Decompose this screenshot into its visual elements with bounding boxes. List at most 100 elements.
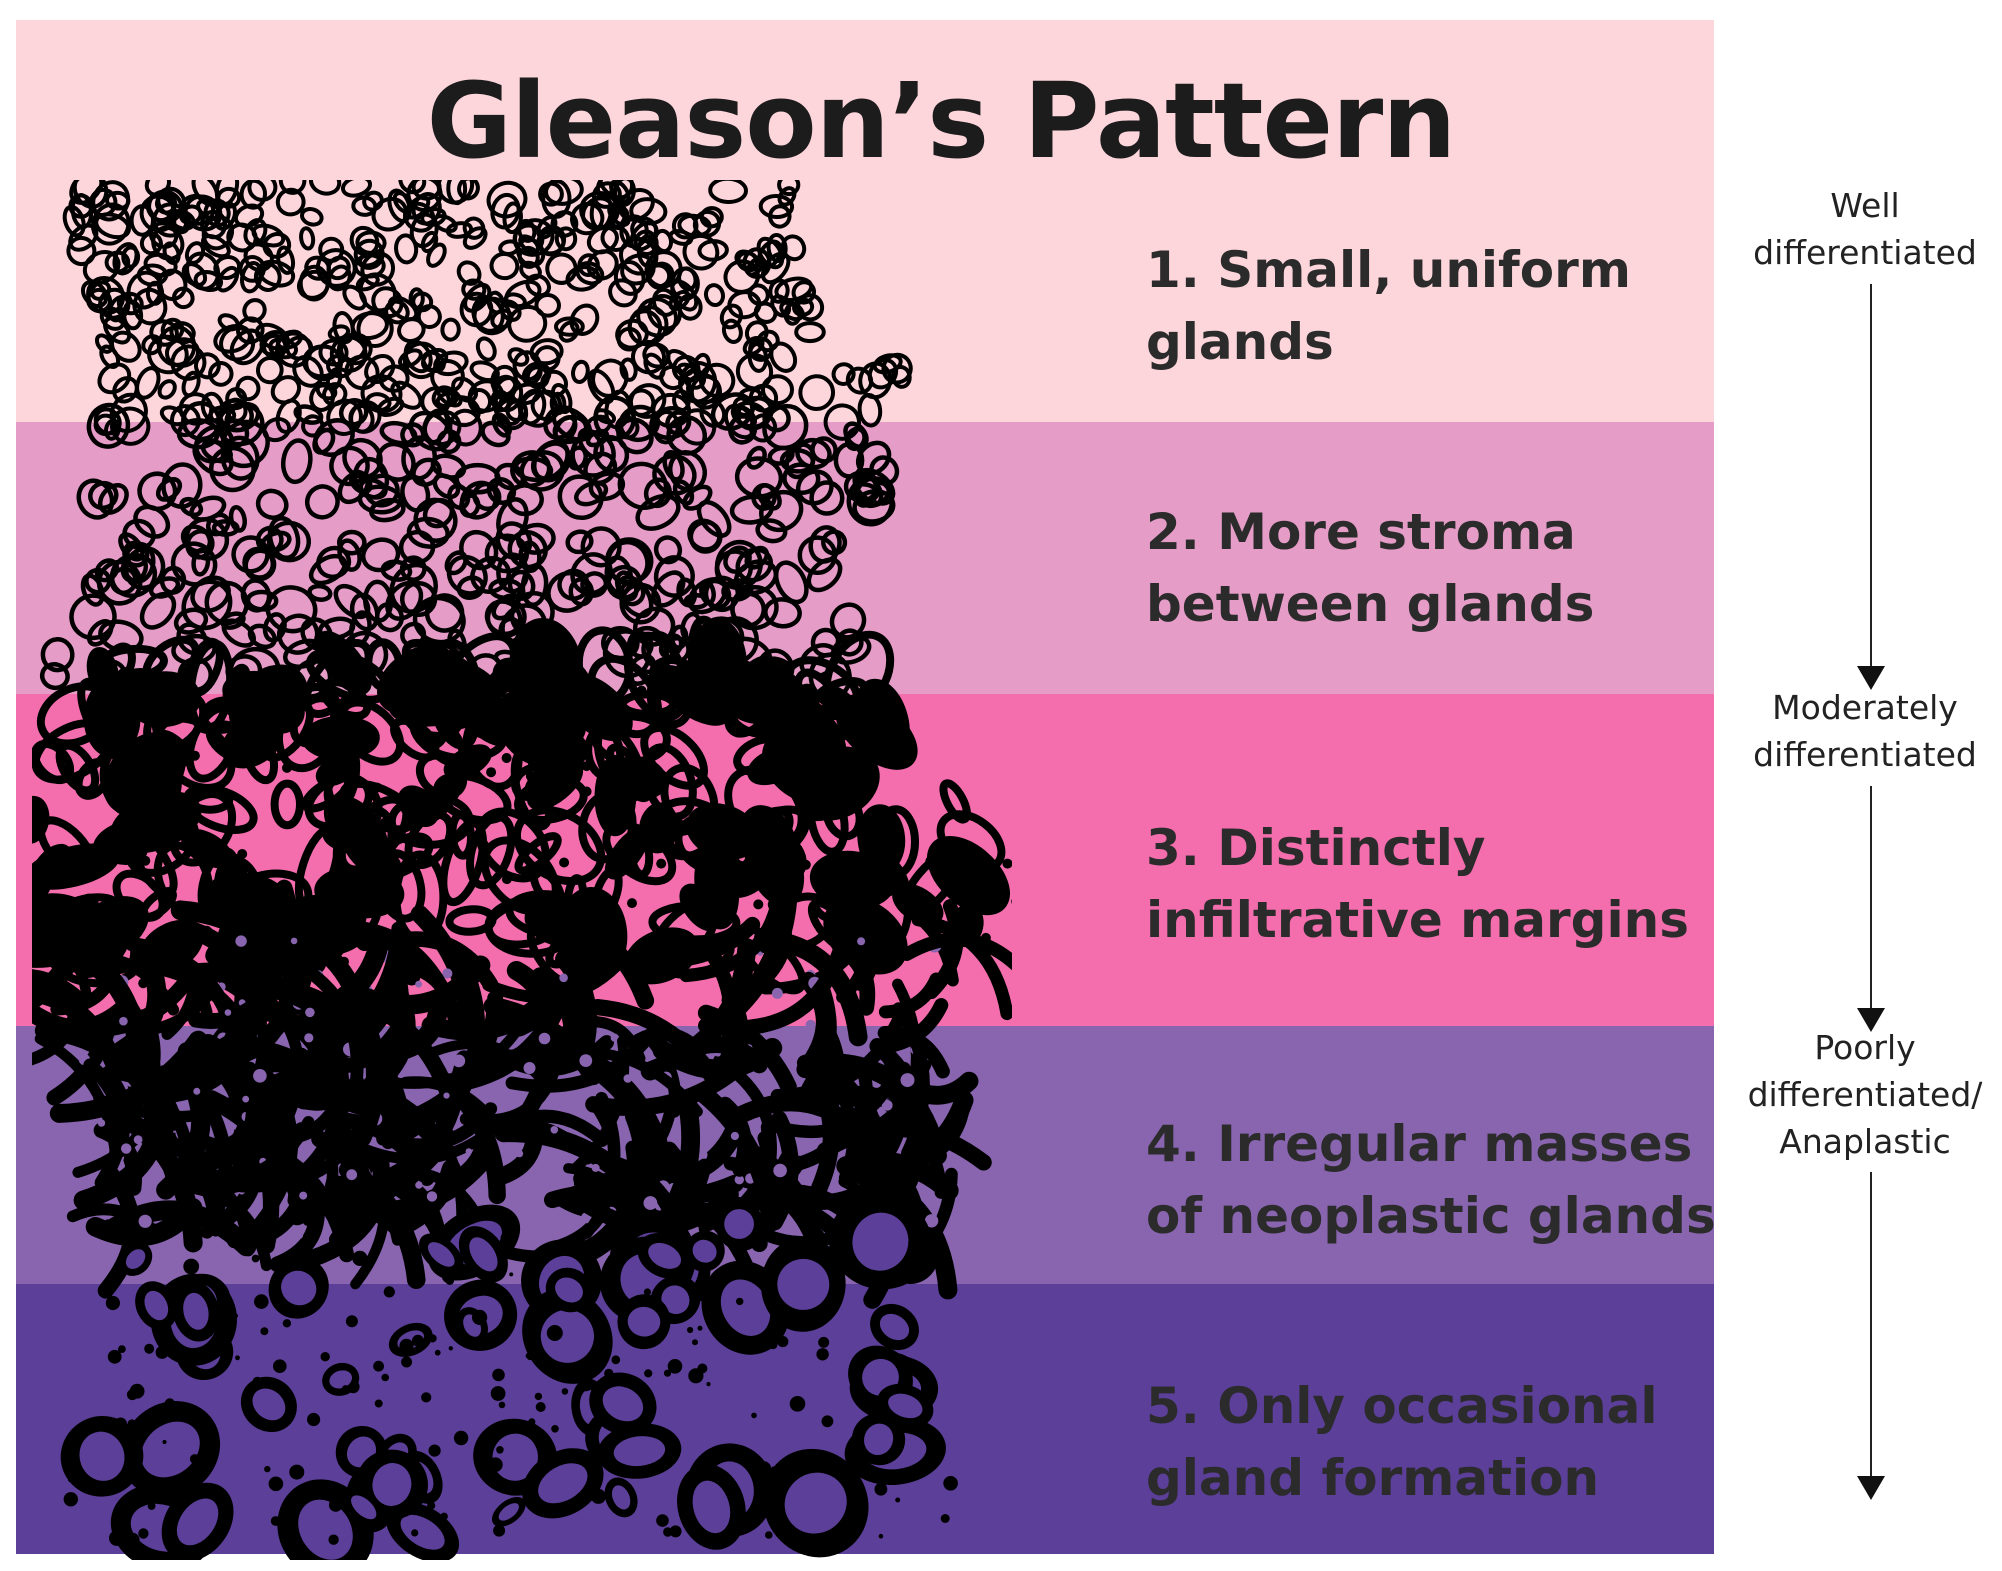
gland-shape [648, 1242, 682, 1269]
gland-shape [798, 374, 836, 411]
gland-shape [805, 1019, 816, 1030]
gland-shape [518, 540, 542, 574]
gland-shape [540, 1309, 595, 1363]
gland-shape [433, 771, 512, 825]
gland-shape [255, 525, 284, 555]
gland-shape [663, 1369, 672, 1377]
gland-shape [498, 1401, 506, 1409]
gland-shape [351, 1006, 386, 1148]
gland-shape [193, 718, 204, 729]
gland-shape [679, 891, 786, 983]
gland-shape [501, 874, 512, 885]
gland-shape [415, 1181, 423, 1189]
gland-shape [504, 279, 542, 309]
gland-shape [765, 1531, 773, 1539]
gland-shape [326, 398, 363, 436]
grade-1-band [16, 20, 1714, 422]
gland-shape [940, 1514, 950, 1523]
gland-shape [569, 303, 600, 336]
gland-shape [254, 1294, 269, 1309]
gland-shape [638, 1215, 651, 1228]
gland-shape [307, 1142, 315, 1150]
gland-shape [329, 1370, 353, 1389]
gland-shape [109, 330, 142, 363]
gland-shape [1002, 858, 1012, 869]
gland-shape [448, 1346, 453, 1351]
gland-shape [428, 1334, 437, 1343]
gland-shape [615, 1232, 628, 1245]
gland-shape [573, 1097, 678, 1190]
gland-shape [287, 1193, 412, 1240]
gland-shape [264, 1465, 271, 1473]
gland-shape [406, 180, 443, 213]
gland-shape [76, 478, 115, 520]
gland-shape [253, 1069, 267, 1083]
gland-shape [372, 1463, 412, 1506]
gland-shape [138, 1528, 149, 1539]
gland-shape [512, 223, 545, 255]
gland-shape [525, 1352, 532, 1359]
gland-shape [806, 783, 849, 856]
gland-shape [192, 437, 234, 477]
gland-shape [660, 763, 719, 834]
gland-shape [39, 662, 70, 691]
gland-shape [708, 1215, 719, 1225]
gland-shape [371, 196, 409, 232]
gland-shape [239, 180, 268, 210]
gland-shape [122, 1225, 138, 1242]
gland-shape [498, 1503, 519, 1521]
gland-shape [777, 180, 801, 197]
gland-shape [643, 352, 666, 380]
gland-shape [148, 221, 179, 249]
gland-shape [881, 1099, 893, 1111]
gland-shape [574, 480, 609, 507]
gland-shape [627, 898, 637, 909]
gland-shape [771, 1292, 778, 1298]
gland-shape [495, 521, 533, 561]
gland-shape [820, 1053, 947, 1166]
gland-shape [469, 360, 500, 383]
gland-shape [145, 191, 175, 223]
gland-shape [235, 375, 261, 402]
gland-shape [721, 318, 743, 344]
gland-shape [251, 223, 286, 248]
gland-shape [172, 286, 195, 310]
gland-shape [96, 559, 143, 606]
gland-shape [400, 1514, 445, 1550]
gland-shape [416, 304, 442, 330]
gland-shape [453, 1430, 469, 1446]
gland-shape [493, 1524, 506, 1537]
grade-3-label-line-2: infiltrative margins [1146, 891, 1689, 949]
gland-shape [211, 519, 240, 537]
gland-shape [125, 1249, 146, 1269]
scale-moderate-line-1: Moderately [1772, 688, 1958, 727]
gland-shape [383, 1286, 395, 1298]
gland-shape [469, 1237, 498, 1272]
scale-well-line-2: differentiated [1753, 233, 1977, 272]
gland-shape [755, 518, 788, 544]
gland-shape [313, 1224, 322, 1232]
gland-shape [619, 357, 638, 382]
gland-shape [352, 1250, 368, 1266]
gland-shape [523, 361, 552, 387]
gland-shape [245, 589, 279, 612]
gland-shape [176, 1498, 219, 1546]
gland-shape [185, 1116, 315, 1191]
gland-shape [507, 569, 536, 601]
gland-shape [398, 180, 427, 195]
gland-shape [247, 180, 278, 202]
gland-shape [666, 349, 695, 377]
gland-shape [463, 282, 492, 313]
gland-shape [609, 180, 631, 204]
gland-shape [447, 1311, 454, 1317]
gland-shape [688, 1368, 704, 1384]
grade-1-label-line-1: 1. Small, uniform [1146, 241, 1631, 299]
gland-shape [459, 493, 481, 518]
gland-shape [758, 193, 795, 220]
gland-shape [300, 207, 324, 227]
gland-shape [426, 242, 447, 268]
gland-shape [101, 1066, 132, 1142]
gland-shape [179, 496, 204, 518]
gland-shape [885, 1410, 893, 1418]
gland-shape [408, 410, 453, 452]
